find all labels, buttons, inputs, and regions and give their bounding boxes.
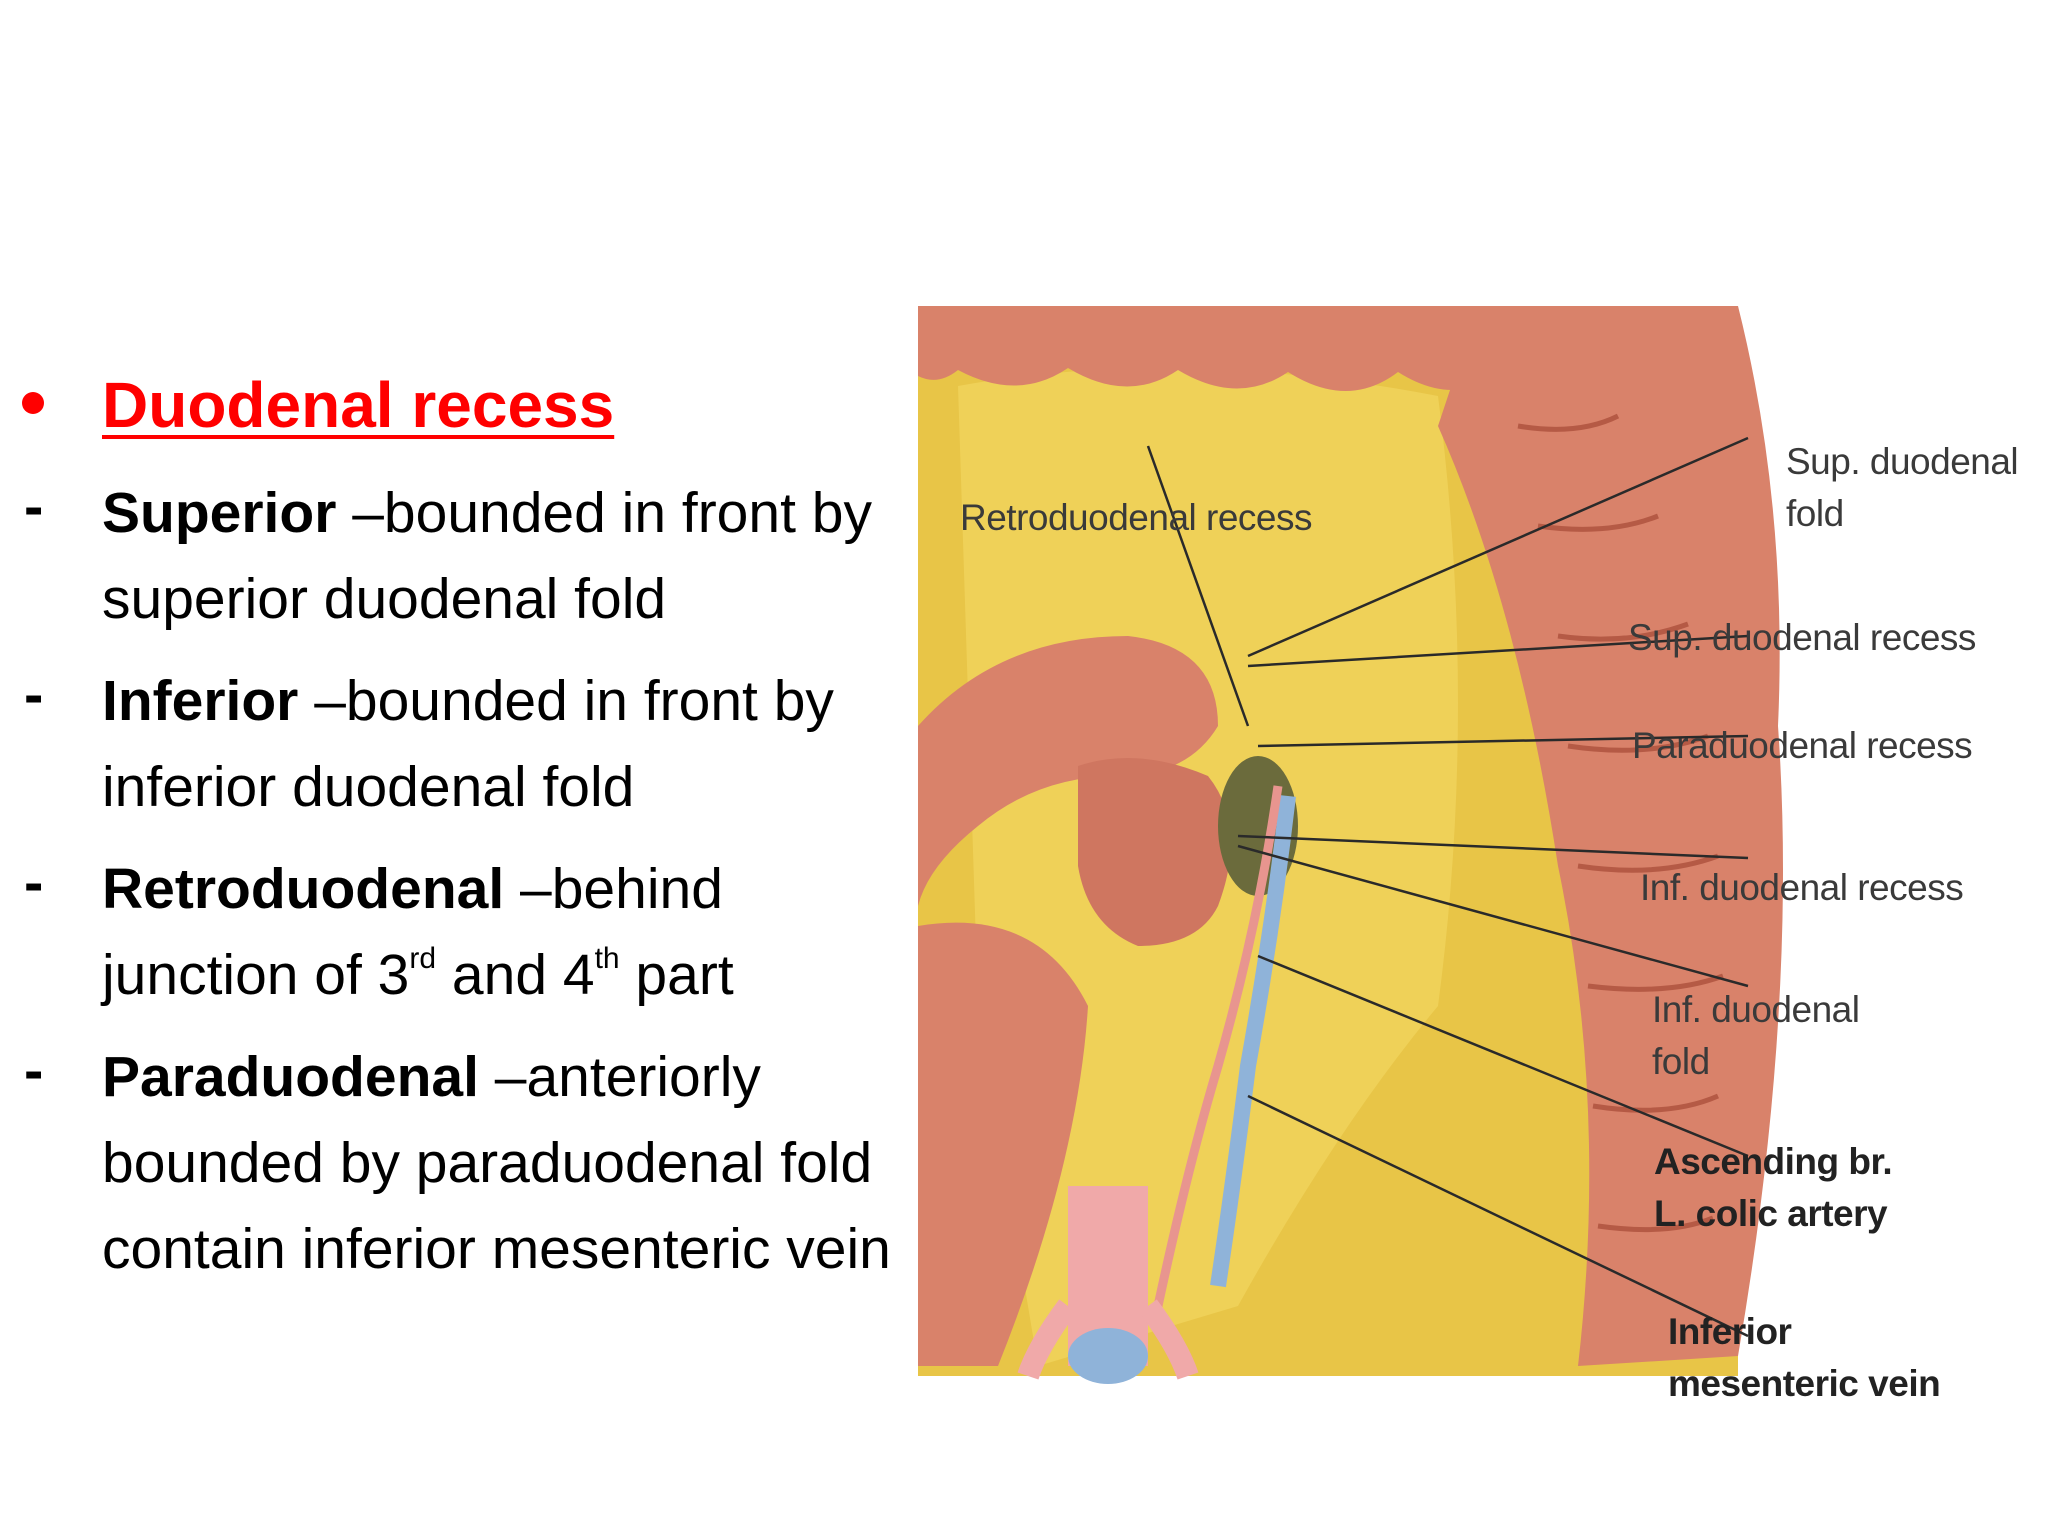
label-inferior-mesenteric-vein-line2: mesenteric vein (1668, 1363, 1941, 1404)
bullet-dot-icon (22, 392, 44, 414)
duodenum (1078, 758, 1231, 946)
label-sup-duodenal-fold-line1: Sup. duodenal (1786, 441, 2019, 482)
item-description: and 4 (436, 943, 595, 1007)
item-description: –bounded in front by inferior duodenal f… (102, 669, 834, 819)
vein-blob (1068, 1328, 1148, 1384)
illustration-drawing (918, 306, 1783, 1384)
jejunum-lower (918, 922, 1088, 1366)
colic-artery (1153, 785, 1283, 1307)
dash-bullet: - (24, 850, 44, 915)
list-item-paraduodenal: - Paraduodenal –anteriorly bounded by pa… (20, 1034, 910, 1292)
aorta (1068, 1186, 1148, 1366)
descending-colon-folds (1517, 413, 1724, 1233)
label-sup-duodenal-fold-line2: fold (1786, 493, 1844, 534)
dash-bullet: - (24, 1038, 44, 1103)
item-description: part (619, 943, 734, 1007)
heading-row: Duodenal recess (20, 369, 910, 470)
slide-heading: Duodenal recess (102, 369, 615, 441)
item-text: Superior –bounded in front by superior d… (102, 470, 910, 642)
item-description: –anteriorly bounded by paraduodenal fold… (102, 1045, 891, 1281)
list-item-superior: - Superior –bounded in front by superior… (20, 470, 910, 642)
superscript: th (594, 942, 620, 975)
label-inf-duodenal-fold-line1: Inf. duodenal (1652, 989, 1860, 1030)
inferior-mesenteric-vein (1210, 795, 1296, 1288)
label-paraduodenal-recess: Paraduodenal recess (1632, 725, 1973, 766)
item-term: Superior (102, 481, 337, 545)
label-retroduodenal-recess: Retroduodenal recess (960, 497, 1313, 538)
leader-lines (1146, 436, 1749, 1338)
item-description: –behind junction of 3 (102, 857, 723, 1007)
superscript: rd (409, 942, 437, 975)
label-inf-duodenal-fold-line2: fold (1652, 1041, 1710, 1082)
label-inf-duodenal-recess: Inf. duodenal recess (1640, 867, 1964, 908)
dash-bullet: - (24, 662, 44, 727)
label-inferior-mesenteric-vein-line1: Inferior (1668, 1311, 1792, 1352)
item-term: Inferior (102, 669, 299, 733)
aorta-branch (1017, 1299, 1199, 1380)
list-item-retroduodenal: - Retroduodenal –behind junction of 3rd … (20, 846, 910, 1018)
anatomy-illustration: Retroduodenal recess Sup. duodenal fold … (918, 306, 2048, 1436)
item-text: Inferior –bounded in front by inferior d… (102, 658, 910, 830)
label-sup-duodenal-recess: Sup. duodenal recess (1628, 617, 1976, 658)
text-column: Duodenal recess - Superior –bounded in f… (20, 369, 910, 1308)
item-description: –bounded in front by superior duodenal f… (102, 481, 872, 631)
item-term: Paraduodenal (102, 1045, 479, 1109)
label-ascending-branch-line2: L. colic artery (1654, 1193, 1888, 1234)
label-ascending-branch-line1: Ascending br. (1654, 1141, 1893, 1182)
dash-bullet: - (24, 474, 44, 539)
jejunum-loop (918, 636, 1218, 906)
item-text: Paraduodenal –anteriorly bounded by para… (102, 1034, 910, 1292)
list-item-inferior: - Inferior –bounded in front by inferior… (20, 658, 910, 830)
item-term: Retroduodenal (102, 857, 505, 921)
item-text: Retroduodenal –behind junction of 3rd an… (102, 846, 910, 1018)
